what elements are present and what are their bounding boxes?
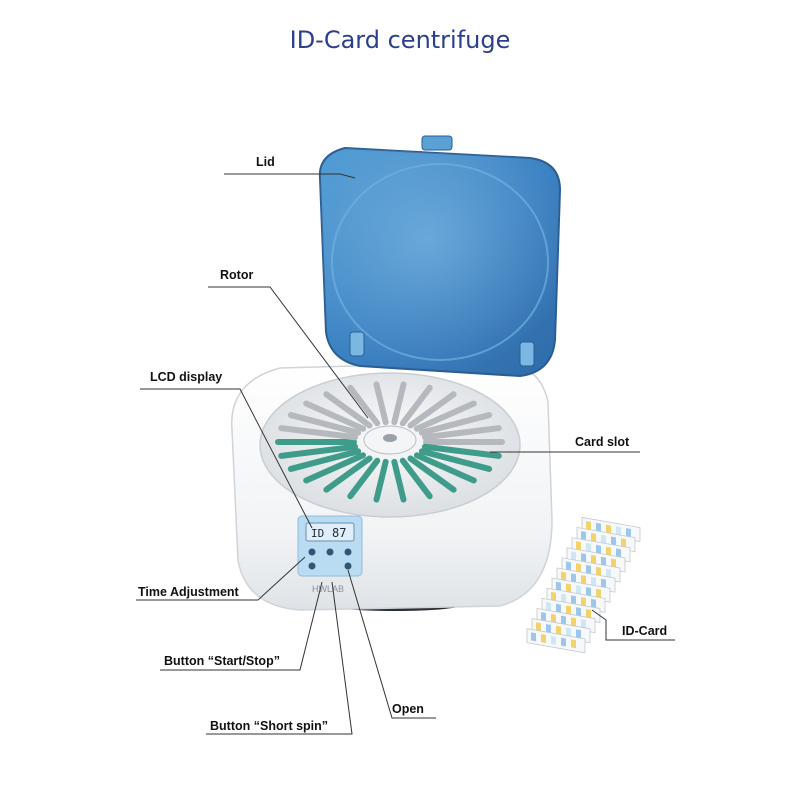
id-card-well xyxy=(571,595,576,604)
id-card-well xyxy=(541,634,546,643)
id-card-label: ID-Card xyxy=(622,624,667,638)
id-card-well xyxy=(626,528,631,537)
id-card-well xyxy=(566,628,571,637)
id-card-well xyxy=(581,575,586,584)
id-card-well xyxy=(586,565,591,574)
start-stop-button[interactable] xyxy=(327,549,334,556)
id-card-well xyxy=(541,612,546,621)
id-card-well xyxy=(576,585,581,594)
id-card-well xyxy=(561,616,566,625)
id-card-well xyxy=(551,614,556,623)
id-card-well xyxy=(576,607,581,616)
id-card-well xyxy=(581,619,586,628)
id-card-well xyxy=(571,573,576,582)
id-card-well xyxy=(586,543,591,552)
lcd-display-label: LCD display xyxy=(150,370,222,384)
rotor-label: Rotor xyxy=(220,268,253,282)
id-card-well xyxy=(611,558,616,567)
start-stop-label: Button “Start/Stop” xyxy=(164,654,280,668)
id-card-well xyxy=(551,592,556,601)
id-card-well xyxy=(616,548,621,557)
lid-label: Lid xyxy=(256,155,275,169)
id-card-well xyxy=(546,624,551,633)
time-adjustment-button[interactable] xyxy=(309,549,316,556)
id-card-well xyxy=(601,535,606,544)
id-card-well xyxy=(561,572,566,581)
card-slot-label: Card slot xyxy=(575,435,629,449)
id-card-well xyxy=(581,553,586,562)
id-card-well xyxy=(566,606,571,615)
id-card-well xyxy=(606,525,611,534)
id-card-well xyxy=(581,531,586,540)
brand-logo: HWLAB xyxy=(312,584,344,594)
id-card-well xyxy=(586,521,591,530)
id-card-well xyxy=(531,632,536,641)
lid xyxy=(320,136,560,376)
id-card-well xyxy=(586,587,591,596)
id-card-well xyxy=(566,562,571,571)
id-card-well xyxy=(581,597,586,606)
id-card-well xyxy=(596,523,601,532)
rotor-spindle xyxy=(383,434,397,442)
control-panel: ID 87 xyxy=(298,516,362,576)
id-card-well xyxy=(591,599,596,608)
time-adjustment-label: Time Adjustment xyxy=(138,585,239,599)
id-card-well xyxy=(546,602,551,611)
id-card-well xyxy=(601,579,606,588)
id-card-well xyxy=(606,547,611,556)
id-card-well xyxy=(576,629,581,638)
id-card-well xyxy=(571,551,576,560)
id-card-well xyxy=(621,538,626,547)
id-card-well xyxy=(576,541,581,550)
lcd-readout: 87 xyxy=(332,526,346,540)
id-card-well xyxy=(561,594,566,603)
id-card-well xyxy=(556,604,561,613)
open-button[interactable] xyxy=(345,563,352,570)
id-card-well xyxy=(571,639,576,648)
id-card-well xyxy=(591,555,596,564)
id-card-well xyxy=(561,638,566,647)
id-card-well xyxy=(571,617,576,626)
id-card-well xyxy=(556,626,561,635)
id-card-well xyxy=(591,577,596,586)
id-card-well xyxy=(596,545,601,554)
minus-button[interactable] xyxy=(309,563,316,570)
lcd-prefix: ID xyxy=(311,527,324,540)
id-card-well xyxy=(596,589,601,598)
id-card-well xyxy=(556,582,561,591)
open-label: Open xyxy=(392,702,424,716)
short-spin-button[interactable] xyxy=(345,549,352,556)
short-spin-label: Button “Short spin” xyxy=(210,719,328,733)
id-card-well xyxy=(616,526,621,535)
id-card-well xyxy=(611,536,616,545)
id-card-well xyxy=(606,569,611,578)
id-card-well xyxy=(551,636,556,645)
id-card-well xyxy=(586,609,591,618)
id-card-well xyxy=(591,533,596,542)
id-card-well xyxy=(601,557,606,566)
id-card-well xyxy=(566,584,571,593)
id-card-well xyxy=(576,563,581,572)
id-card-well xyxy=(536,622,541,631)
id-card-well xyxy=(596,567,601,576)
